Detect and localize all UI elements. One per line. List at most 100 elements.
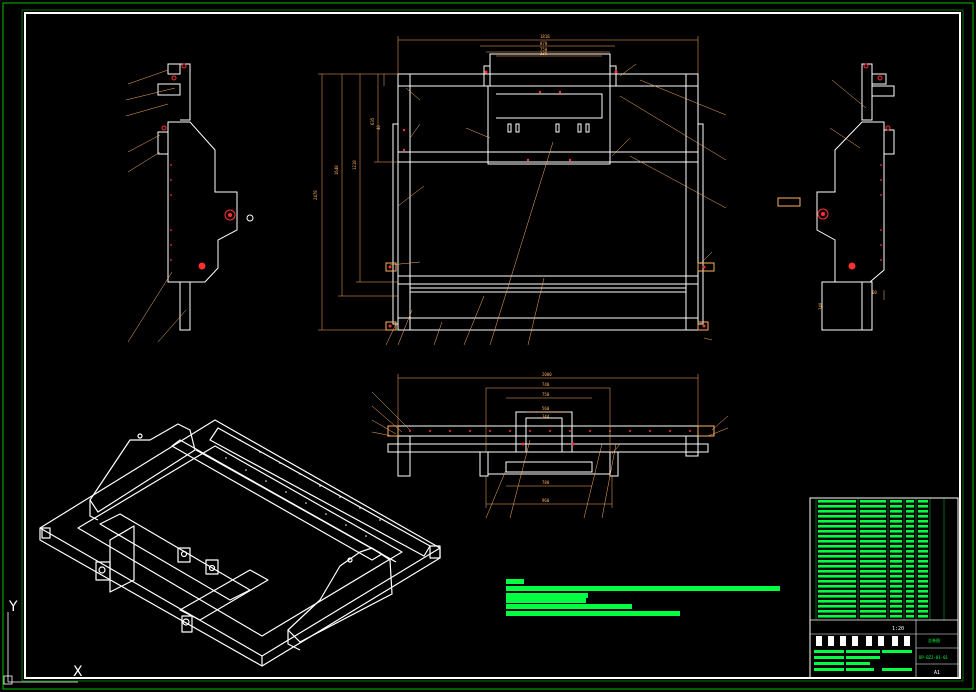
- dim-text: 344: [542, 414, 550, 419]
- parts-list-cell: [890, 590, 902, 593]
- parts-list-cell: [918, 580, 928, 583]
- parts-list-cell: [906, 505, 914, 508]
- parts-list-cell: [906, 520, 914, 523]
- parts-list-cell: [890, 525, 902, 528]
- parts-list-cell: [860, 570, 886, 573]
- drawing-title: 总装图: [928, 637, 940, 643]
- parts-list-cell: [906, 570, 914, 573]
- front-view-dim-text: 1818 870 750 335 2478 1648 1218 635 40: [313, 34, 550, 200]
- parts-list-cell: [918, 585, 928, 588]
- dim-text: 560: [542, 406, 550, 411]
- dim-text: 780: [542, 480, 550, 485]
- parts-list-cell: [818, 530, 856, 533]
- parts-list-cell: [918, 565, 928, 568]
- right-side-dim-text: 60 340: [818, 290, 877, 310]
- parts-list-cell: [818, 570, 856, 573]
- dim-text: 60: [872, 290, 877, 295]
- isometric-view: [39, 419, 441, 667]
- isometric-rail-dots: [225, 439, 381, 537]
- dim-text: 340: [818, 302, 823, 310]
- parts-list-cell: [918, 575, 928, 578]
- parts-list-cell: [860, 505, 886, 508]
- parts-list-cell: [890, 585, 902, 588]
- dim-text: 740: [542, 382, 550, 387]
- parts-list-cell: [890, 565, 902, 568]
- parts-list-cell: [906, 585, 914, 588]
- parts-list-cell: [890, 520, 902, 523]
- right-side-leaders: [829, 79, 885, 300]
- parts-list-cell: [860, 600, 886, 603]
- parts-list-cell: [918, 520, 928, 523]
- dim-text: 1818: [540, 34, 550, 39]
- parts-list-cell: [918, 555, 928, 558]
- parts-list-cell: [918, 500, 928, 503]
- parts-list-cell: [890, 540, 902, 543]
- front-view: [385, 53, 715, 331]
- parts-list-cell: [906, 500, 914, 503]
- parts-list-cell: [918, 570, 928, 573]
- parts-list-cell: [890, 550, 902, 553]
- parts-list-cell: [918, 595, 928, 598]
- parts-list-cell: [860, 610, 886, 613]
- parts-list-cell: [906, 595, 914, 598]
- parts-list-cell: [860, 590, 886, 593]
- parts-list-cell: [890, 510, 902, 513]
- dim-text: 750: [542, 392, 550, 397]
- top-view-leaders: [371, 391, 729, 519]
- parts-list-rows: [818, 500, 928, 618]
- parts-list-cell: [860, 515, 886, 518]
- parts-list-cell: [890, 560, 902, 563]
- right-side-view: [777, 63, 895, 331]
- parts-list-cell: [860, 510, 886, 513]
- parts-list-cell: [890, 595, 902, 598]
- parts-list-cell: [906, 610, 914, 613]
- parts-list-cell: [906, 565, 914, 568]
- parts-list-cell: [818, 595, 856, 598]
- parts-list-cell: [890, 535, 902, 538]
- parts-list-cell: [818, 590, 856, 593]
- dim-text: 1218: [352, 160, 357, 170]
- parts-list-cell: [906, 545, 914, 548]
- parts-list-cell: [818, 605, 856, 608]
- parts-list-cell: [818, 565, 856, 568]
- parts-list-cell: [818, 600, 856, 603]
- left-side-dots: [170, 164, 172, 261]
- dim-text: 40: [376, 125, 381, 130]
- ucs-axis-icon: [3, 612, 78, 685]
- parts-list-cell: [818, 550, 856, 553]
- parts-list-cell: [860, 615, 886, 618]
- x-axis-label: X: [73, 664, 83, 680]
- parts-list-cell: [818, 525, 856, 528]
- parts-list-cell: [818, 545, 856, 548]
- parts-list-cell: [860, 585, 886, 588]
- parts-list-cell: [906, 510, 914, 513]
- parts-list-cell: [890, 610, 902, 613]
- parts-list-cell: [818, 510, 856, 513]
- parts-list-cell: [906, 560, 914, 563]
- parts-list-cell: [906, 605, 914, 608]
- parts-list-cell: [906, 555, 914, 558]
- parts-list-cell: [818, 520, 856, 523]
- dim-text: 335: [540, 51, 548, 56]
- parts-list-cell: [918, 510, 928, 513]
- inner-frame-green: [21, 9, 964, 682]
- parts-list-cell: [860, 550, 886, 553]
- parts-list-cell: [890, 555, 902, 558]
- parts-list-cell: [918, 545, 928, 548]
- parts-list-cell: [890, 605, 902, 608]
- parts-list-cell: [818, 500, 856, 503]
- y-axis-label: Y: [8, 599, 18, 615]
- parts-list-cell: [906, 615, 914, 618]
- parts-list-cell: [906, 540, 914, 543]
- dim-text: 635: [370, 117, 375, 125]
- parts-list-cell: [906, 530, 914, 533]
- parts-list-cell: [890, 500, 902, 503]
- left-side-leaders: [125, 69, 187, 343]
- parts-list-cell: [818, 560, 856, 563]
- parts-list-cell: [860, 540, 886, 543]
- title-block: 总装图 1:20 DP-BZJ-01-01 A1: [809, 497, 959, 679]
- parts-list-cell: [890, 505, 902, 508]
- left-side-view: [157, 63, 254, 331]
- parts-list-cell: [918, 560, 928, 563]
